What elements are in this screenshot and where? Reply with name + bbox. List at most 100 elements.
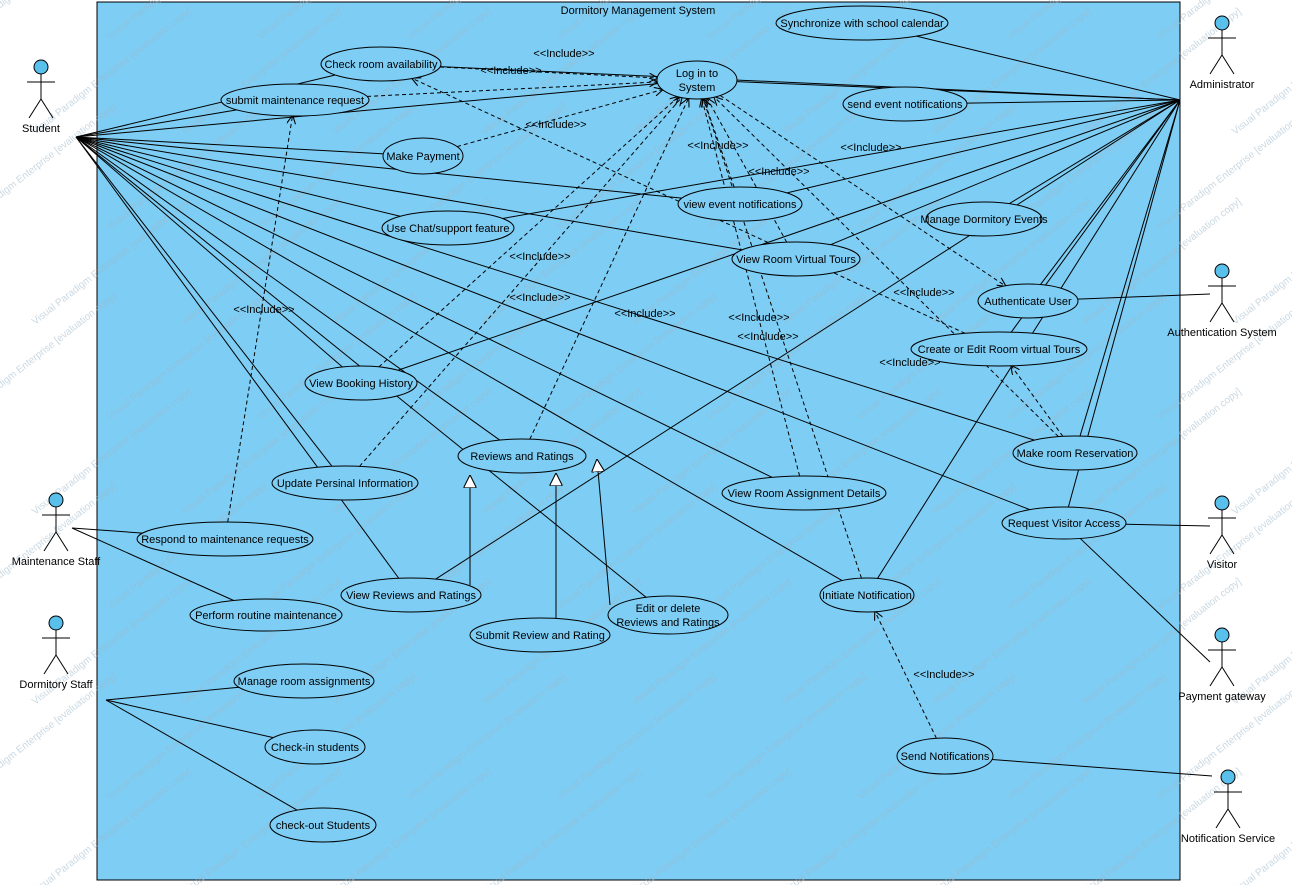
association-admin-sendevent: [966, 99, 1181, 104]
use-case-ellipse[interactable]: [340, 577, 482, 613]
use-case-ellipse[interactable]: [731, 241, 861, 277]
association-visitor-visitoraccess: [1125, 523, 1211, 527]
use-case-ellipse[interactable]: [382, 137, 464, 175]
association-student-login: [75, 83, 658, 138]
use-case-manageassign[interactable]: Manage room assignments: [233, 663, 375, 699]
use-case-ellipse[interactable]: [233, 663, 375, 699]
actor-admin[interactable]: Administrator: [1190, 15, 1255, 91]
use-case-label: view event notifications: [683, 199, 797, 211]
use-case-ellipse[interactable]: [677, 186, 803, 222]
use-case-ellipse[interactable]: [721, 475, 887, 511]
use-case-ellipse[interactable]: [264, 729, 366, 765]
association-student-submitmaint: [75, 109, 237, 138]
use-case-ellipse[interactable]: [896, 737, 994, 775]
use-case-bookinghist[interactable]: View Booking History: [304, 365, 418, 401]
use-case-ellipse[interactable]: [925, 201, 1043, 237]
use-case-initnotif[interactable]: Initiate Notification: [819, 577, 915, 613]
use-case-ellipse[interactable]: [607, 595, 729, 635]
use-case-chat[interactable]: Use Chat/support feature: [381, 210, 515, 246]
association-admin-makeres: [1079, 99, 1181, 437]
include-label: <<Include>>: [913, 669, 974, 681]
use-case-label: Reviews and Ratings: [470, 451, 574, 463]
use-case-label: Check room availability: [324, 59, 438, 71]
use-case-label: View Reviews and Ratings: [346, 590, 477, 602]
use-case-ellipse[interactable]: [381, 210, 515, 246]
use-case-ellipse[interactable]: [189, 598, 343, 632]
actor-dormstaff[interactable]: Dormitory Staff: [19, 615, 94, 691]
use-case-ellipse[interactable]: [136, 521, 314, 557]
use-case-label: View Room Assignment Details: [728, 488, 881, 500]
use-case-checkout[interactable]: check-out Students: [269, 807, 377, 843]
use-case-checkroom[interactable]: Check room availability: [320, 46, 442, 82]
use-case-label: Synchronize with school calendar: [780, 18, 944, 30]
use-case-ellipse[interactable]: [910, 331, 1088, 367]
use-case-sendnotif[interactable]: Send Notifications: [896, 737, 994, 775]
use-case-ellipse[interactable]: [656, 60, 738, 100]
use-case-ellipse[interactable]: [1012, 435, 1138, 471]
association-admin-login: [736, 81, 1181, 101]
use-case-checkin[interactable]: Check-in students: [264, 729, 366, 765]
watermark-text: Visual Paradigm Enterprise [evaluation c…: [1230, 6, 1292, 137]
use-case-routinemaint[interactable]: Perform routine maintenance: [189, 598, 343, 632]
use-case-updateinfo[interactable]: Update Persinal Information: [271, 465, 419, 501]
use-case-payment[interactable]: Make Payment: [382, 137, 464, 175]
use-case-ellipse[interactable]: [819, 577, 915, 613]
actor-maintenance[interactable]: Maintenance Staff: [12, 492, 101, 568]
use-case-ellipse[interactable]: [220, 83, 370, 117]
use-case-ellipse[interactable]: [469, 617, 611, 653]
include-virtualtours-login: [707, 98, 788, 243]
actor-label: Dormitory Staff: [19, 679, 93, 691]
use-case-assignment[interactable]: View Room Assignment Details: [721, 475, 887, 511]
use-case-createtours[interactable]: Create or Edit Room virtual Tours: [910, 331, 1088, 367]
use-case-submitreview[interactable]: Submit Review and Rating: [469, 617, 611, 653]
use-case-ellipse[interactable]: [457, 438, 587, 474]
generalization-editreviews: [597, 460, 611, 606]
actor-notifsvc[interactable]: Notification Service: [1181, 769, 1275, 845]
use-case-sync[interactable]: Synchronize with school calendar: [775, 5, 949, 41]
use-case-sendevent[interactable]: send event notifications: [842, 86, 968, 122]
use-case-reviews[interactable]: Reviews and Ratings: [457, 438, 587, 474]
association-admin-viewevent: [786, 99, 1181, 194]
use-case-ellipse[interactable]: [977, 283, 1079, 319]
use-case-respondmaint[interactable]: Respond to maintenance requests: [136, 521, 314, 557]
actor-auth[interactable]: Authentication System: [1167, 263, 1277, 339]
use-case-ellipse[interactable]: [1001, 506, 1127, 540]
association-student-viewreviews: [75, 136, 400, 579]
actor-leg-right: [1221, 666, 1235, 687]
use-case-viewevent[interactable]: view event notifications: [677, 186, 803, 222]
use-case-manageevents[interactable]: Manage Dormitory Events: [920, 201, 1048, 237]
use-case-viewreviews[interactable]: View Reviews and Ratings: [340, 577, 482, 613]
actor-leg-left: [43, 654, 57, 675]
use-case-label: Initiate Notification: [822, 590, 912, 602]
watermark-text: Visual Paradigm Enterprise [evaluation c…: [1230, 576, 1292, 707]
association-admin-sync: [916, 35, 1181, 101]
include-payment-login: [456, 90, 662, 148]
include-label: <<Include>>: [509, 292, 570, 304]
use-case-virtualtours[interactable]: View Room Virtual Tours: [731, 241, 861, 277]
use-case-makeres[interactable]: Make room Reservation: [1012, 435, 1138, 471]
use-case-authuser[interactable]: Authenticate User: [977, 283, 1079, 319]
association-admin-viewreviews: [435, 99, 1181, 580]
use-case-label: View Booking History: [309, 378, 413, 390]
use-case-ellipse[interactable]: [320, 46, 442, 82]
association-student-makeres: [75, 136, 1035, 441]
use-case-ellipse[interactable]: [775, 5, 949, 41]
use-case-ellipse[interactable]: [304, 365, 418, 401]
association-student-initnotif: [75, 136, 843, 582]
actor-payment[interactable]: Payment gateway: [1178, 627, 1266, 703]
actor-student[interactable]: Student: [22, 59, 60, 135]
use-case-label: Authenticate User: [984, 296, 1072, 308]
actor-head: [33, 59, 49, 75]
actor-visitor[interactable]: Visitor: [1207, 495, 1238, 571]
use-case-ellipse[interactable]: [269, 807, 377, 843]
include-label: <<Include>>: [728, 312, 789, 324]
use-case-visitoraccess[interactable]: Request Visitor Access: [1001, 506, 1127, 540]
use-case-submitmaint[interactable]: submit maintenance request: [220, 83, 370, 117]
include-label: <<Include>>: [687, 140, 748, 152]
include-label: <<Include>>: [840, 142, 901, 154]
use-case-ellipse[interactable]: [842, 86, 968, 122]
use-case-ellipse[interactable]: [271, 465, 419, 501]
watermark-text: Visual Paradigm Enterprise [evaluation c…: [1230, 386, 1292, 517]
